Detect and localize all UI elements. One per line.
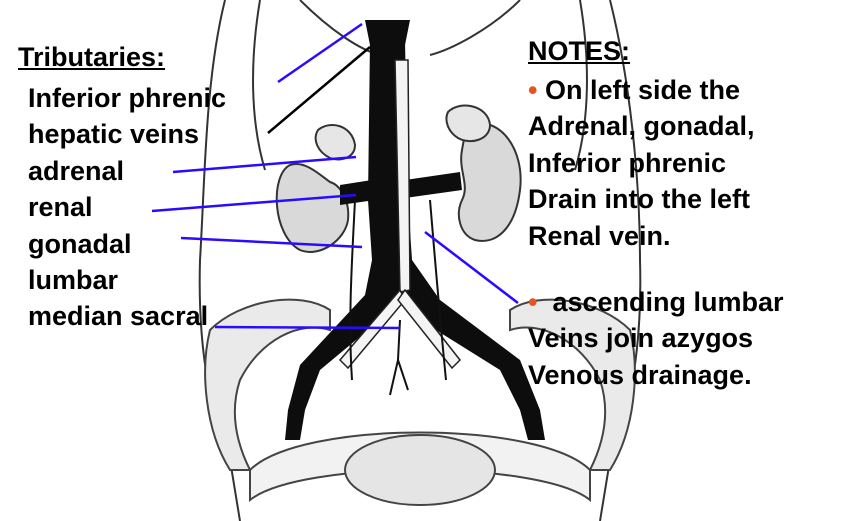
note-line: Renal vein.: [528, 220, 671, 251]
pointer-renal: [151, 193, 357, 213]
bullet-icon: •: [528, 75, 538, 105]
note-text: On left side the: [544, 75, 740, 105]
note-line: Veins join azygos: [528, 323, 754, 354]
tributary-item: gonadal: [28, 228, 132, 259]
tributary-item: Inferior phrenic: [28, 83, 227, 113]
pointer-hepatic-veins: [267, 46, 371, 134]
note-line: Inferior phrenic: [528, 147, 727, 178]
tributaries-list: Inferior phrenic hepatic veins adrenal r…: [28, 80, 226, 335]
tributary-item: renal: [28, 192, 93, 223]
pointer-gonadal: [180, 236, 363, 249]
tributary-item: median sacral: [28, 301, 209, 332]
pointer-adrenal: [172, 155, 357, 174]
pointer-inferior-phrenic: [277, 22, 363, 84]
bullet-icon: •: [528, 287, 538, 317]
note-line: Venous drainage.: [528, 359, 752, 390]
tributary-item: hepatic veins: [28, 119, 200, 150]
tributary-item: lumbar: [28, 264, 119, 295]
pelvis: [204, 298, 636, 506]
notes-bullet-2: • ascending lumbar Veins join azygos Ven…: [528, 284, 784, 393]
pointer-median-sacral: [214, 325, 401, 330]
tributary-item: adrenal: [28, 155, 125, 186]
note-text: ascending lumbar: [552, 287, 784, 317]
gonadal-veins: [349, 199, 447, 381]
note-line: Adrenal, gonadal,: [528, 111, 755, 142]
note-line: • On left side the: [528, 72, 755, 108]
pointer-lines: [151, 22, 519, 330]
pointer-ascending-lumbar: [424, 231, 519, 304]
median-sacral-vein: [389, 319, 409, 396]
tributaries-title: Tributaries:: [18, 42, 166, 72]
notes-title: NOTES:: [528, 36, 631, 66]
notes-bullet-1: • On left side the Adrenal, gonadal, Inf…: [528, 72, 755, 254]
note-line: Drain into the left: [528, 184, 750, 215]
note-line: • ascending lumbar: [528, 284, 784, 320]
kidneys: [275, 104, 522, 253]
